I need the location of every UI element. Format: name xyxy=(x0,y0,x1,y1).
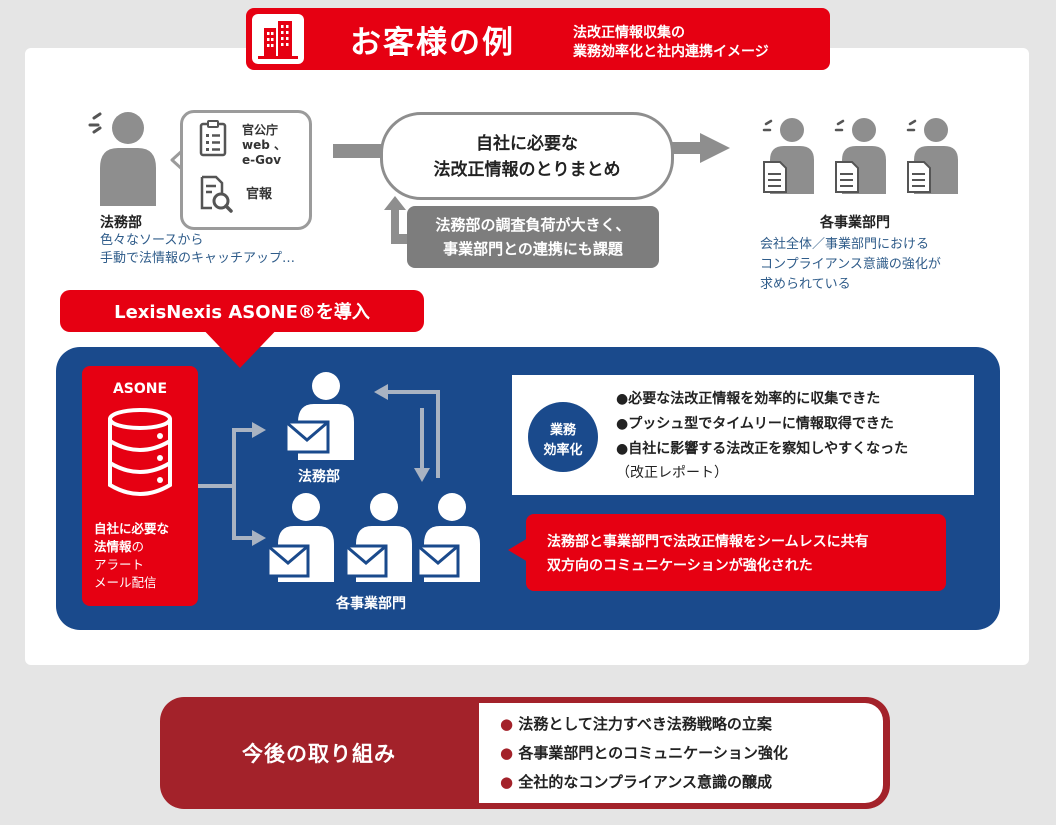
future-bullet: ● xyxy=(500,715,514,733)
checklist-document-icon xyxy=(198,120,230,158)
future-item: ● 法務として注力すべき法務戦略の立案 xyxy=(500,713,772,734)
header-subtitle-line2: 業務効率化と社内連携イメージ xyxy=(573,44,769,60)
summary-bubble xyxy=(380,112,674,200)
building-icon xyxy=(252,14,304,64)
business-desc-line3: 求められている xyxy=(760,277,851,292)
distribution-arrows xyxy=(198,410,268,560)
share-box xyxy=(526,514,946,591)
asone-desc-line1: 自社に必要な xyxy=(94,521,170,536)
future-list-panel xyxy=(479,703,883,803)
database-icon xyxy=(104,408,176,496)
header-banner xyxy=(246,8,830,70)
asone-desc-line2b: の xyxy=(131,539,145,554)
asone-desc-line4: メール配信 xyxy=(94,575,157,590)
future-item: ● 各事業部門とのコミュニケーション強化 xyxy=(500,742,788,763)
share-box-pointer xyxy=(508,538,528,562)
future-item-text: 法務として注力すべき法務戦略の立案 xyxy=(518,715,772,733)
legal-desc-line1: 色々なソースから xyxy=(100,233,204,248)
source2-label: 官報 xyxy=(246,187,273,202)
intro-down-arrow-icon xyxy=(196,322,284,368)
future-item-text: 各事業部門とのコミュニケーション強化 xyxy=(518,744,788,762)
asone-box xyxy=(82,366,198,606)
header-title: お客様の例 xyxy=(350,25,515,61)
business-desc-line2: コンプライアンス意識の強化が xyxy=(760,257,941,272)
efficiency-badge-line1: 業務 xyxy=(549,423,576,438)
burden-line2: 事業部門との連携にも課題 xyxy=(443,240,623,258)
source1-line3: e-Gov xyxy=(242,153,282,167)
efficiency-badge xyxy=(528,402,598,472)
efficiency-badge-line2: 効率化 xyxy=(543,443,583,458)
share-line1: 法務部と事業部門で法改正情報をシームレスに共有 xyxy=(547,534,869,550)
burden-line1: 法務部の調査負荷が大きく、 xyxy=(435,216,631,234)
source1-line1: 官公庁 xyxy=(242,123,279,137)
after-business-label: 各事業部門 xyxy=(336,596,406,612)
summary-line1: 自社に必要な xyxy=(476,134,578,154)
asone-desc-line3: アラート xyxy=(94,557,145,572)
business-desc-line1: 会社全体／事業部門における xyxy=(760,237,930,252)
document-search-icon xyxy=(198,174,234,214)
share-line2: 双方向のコミュニケーションが強化された xyxy=(547,558,813,574)
legal-person-mail-icon xyxy=(284,370,358,462)
future-bullet: ● xyxy=(500,773,514,791)
feedback-up-arrow-icon xyxy=(380,196,410,248)
burden-box xyxy=(407,206,659,268)
asone-label: ASONE xyxy=(112,381,168,397)
efficiency-item: ●自社に影響する法改正を察知しやすくなった xyxy=(616,441,909,457)
header-subtitle-line1: 法改正情報収集の xyxy=(573,25,685,41)
future-item-text: 全社的なコンプライアンス意識の醸成 xyxy=(518,773,772,791)
source1-line2: web 、 xyxy=(242,138,286,152)
bidirectional-arrows xyxy=(368,384,448,484)
business-people-group-icon xyxy=(752,112,992,204)
intro-banner-text: LexisNexis ASONE®を導入 xyxy=(114,302,370,323)
business-dept-label: 各事業部門 xyxy=(820,215,890,231)
legal-desc-line2: 手動で法情報のキャッチアップ… xyxy=(100,251,296,266)
efficiency-item-note: （改正レポート） xyxy=(616,465,728,481)
future-bullet: ● xyxy=(500,744,514,762)
future-title: 今後の取り組み xyxy=(242,742,396,766)
business-people-mail-icon xyxy=(266,490,486,590)
legal-dept-label: 法務部 xyxy=(100,215,142,231)
efficiency-item: ●必要な法改正情報を効率的に収集できた xyxy=(616,391,881,407)
summary-line2: 法改正情報のとりまとめ xyxy=(433,160,621,180)
legal-person-icon xyxy=(86,98,166,210)
sources-speech-bubble xyxy=(180,110,312,230)
arrow-to-business-icon xyxy=(666,133,730,163)
after-legal-label: 法務部 xyxy=(298,469,340,485)
efficiency-item: ●プッシュ型でタイムリーに情報取得できた xyxy=(616,416,894,432)
asone-desc-line2a: 法情報 xyxy=(94,539,132,554)
future-item: ● 全社的なコンプライアンス意識の醸成 xyxy=(500,771,772,792)
arrow-to-summary xyxy=(333,141,393,161)
